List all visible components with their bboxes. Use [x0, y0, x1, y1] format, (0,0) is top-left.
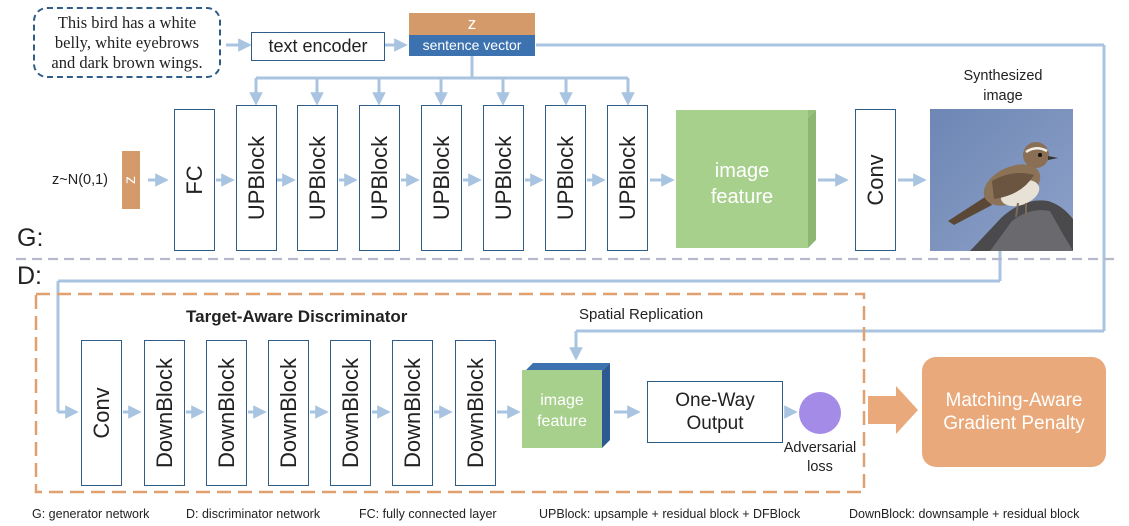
legend-desc: discriminator network [198, 507, 321, 521]
matching-line: Gradient Penalty [943, 413, 1085, 434]
downblock-1: DownBlock [144, 340, 185, 486]
conv-g-label: Conv [862, 154, 888, 206]
one-way-line: One-Way [675, 390, 755, 411]
downblock-2: DownBlock [206, 340, 247, 486]
legend-key: UPBlock: [539, 507, 591, 521]
upblock-label: UPBlock [490, 135, 516, 221]
matching-line: Matching-Aware [945, 390, 1083, 411]
downblock-5: DownBlock [392, 340, 433, 486]
upblock-6: UPBlock [545, 105, 586, 251]
z-top-label: z [467, 14, 477, 33]
image-feature-g-line: image [714, 160, 770, 182]
discriminator-frame [34, 292, 866, 494]
text-prompt-line: This bird has a white [57, 13, 197, 32]
legend-upblock: UPBlock: upsample + residual block + DFB… [539, 507, 800, 521]
legend-desc: upsample + residual block + DFBlock [590, 507, 801, 521]
downblock-label: DownBlock [275, 357, 301, 469]
upblock-label: UPBlock [552, 135, 578, 221]
upblock-7: UPBlock [607, 105, 648, 251]
penalty-arrow [868, 386, 918, 434]
noise-label: z~N(0,1) [52, 172, 109, 188]
legend-fc: FC: fully connected layer [359, 507, 497, 521]
z-noise-box: z [122, 151, 140, 209]
upblock-label: UPBlock [304, 135, 330, 221]
upblock-label: UPBlock [614, 135, 640, 221]
image-feature-g-label: image feature [676, 158, 808, 210]
conv-g-box: Conv [855, 109, 896, 251]
discriminator-label: D: [17, 262, 42, 290]
z-noise-label: z [122, 176, 139, 184]
legend-key: D: [186, 507, 199, 521]
legend-g: G: generator network [32, 507, 149, 521]
text-encoder-box: text encoder [251, 32, 385, 61]
downblock-label: DownBlock [337, 357, 363, 469]
image-feature-g-line: feature [710, 186, 774, 208]
conv-d-label: Conv [88, 387, 114, 439]
image-feature-d-line: feature [537, 413, 587, 430]
upblock-label: UPBlock [243, 135, 269, 221]
legend-key: FC: [359, 507, 380, 521]
sentence-vector-box: sentence vector [409, 35, 535, 56]
downblock-label: DownBlock [213, 357, 239, 469]
conv-d-box: Conv [81, 340, 122, 486]
synthesized-image-label: Synthesized image [930, 66, 1076, 106]
downblock-3: DownBlock [268, 340, 309, 486]
one-way-output-label: One-Way Output [648, 389, 782, 435]
downblock-label: DownBlock [462, 357, 488, 469]
one-way-line: Output [686, 413, 744, 434]
upblock-5: UPBlock [483, 105, 524, 251]
text-prompt-box: This bird has a white belly, white eyebr… [33, 7, 221, 78]
fc-box: FC [174, 109, 215, 251]
image-feature-g-block [676, 110, 808, 248]
sentence-vector-label: sentence vector [422, 37, 522, 53]
legend-desc: downsample + residual block [915, 507, 1080, 521]
discriminator-title: Target-Aware Discriminator [186, 307, 408, 326]
image-feature-d-label: image feature [522, 390, 602, 432]
image-feature-d-block [522, 370, 602, 448]
matching-aware-penalty-box: Matching-Aware Gradient Penalty [922, 357, 1106, 467]
text-prompt-line: and dark brown wings. [51, 53, 203, 72]
legend-d: D: discriminator network [186, 507, 320, 521]
text-prompt-line: belly, white eyebrows [54, 33, 200, 52]
downblock-label: DownBlock [399, 357, 425, 469]
upblock-3: UPBlock [359, 105, 400, 251]
upblock-label: UPBlock [366, 135, 392, 221]
legend-desc: fully connected layer [379, 507, 497, 521]
upblock-4: UPBlock [421, 105, 462, 251]
text-encoder-label: text encoder [268, 36, 368, 56]
fc-label: FC [181, 165, 207, 195]
generator-label: G: [17, 224, 44, 252]
adversarial-line: loss [807, 459, 833, 475]
upblock-1: UPBlock [236, 105, 277, 251]
downblock-label: DownBlock [151, 357, 177, 469]
image-feature-d-line: image [540, 392, 584, 409]
one-way-output-box: One-Way Output [647, 381, 783, 443]
downblock-4: DownBlock [330, 340, 371, 486]
legend-desc: generator network [45, 507, 150, 521]
adversarial-loss-label: Adversarial loss [770, 439, 870, 477]
legend-key: G: [32, 507, 46, 521]
adversarial-loss-node [799, 392, 841, 434]
legend-key: DownBlock: [849, 507, 915, 521]
synthesized-bird-image [930, 109, 1073, 251]
adversarial-line: Adversarial [783, 440, 857, 456]
downblock-6: DownBlock [455, 340, 496, 486]
legend-downblock: DownBlock: downsample + residual block [849, 507, 1079, 521]
spatial-replication-label: Spatial Replication [579, 306, 704, 323]
synth-line: image [983, 88, 1023, 104]
synth-line: Synthesized [963, 68, 1043, 84]
upblock-label: UPBlock [428, 135, 454, 221]
upblock-2: UPBlock [297, 105, 338, 251]
z-top-box: z [409, 13, 535, 35]
